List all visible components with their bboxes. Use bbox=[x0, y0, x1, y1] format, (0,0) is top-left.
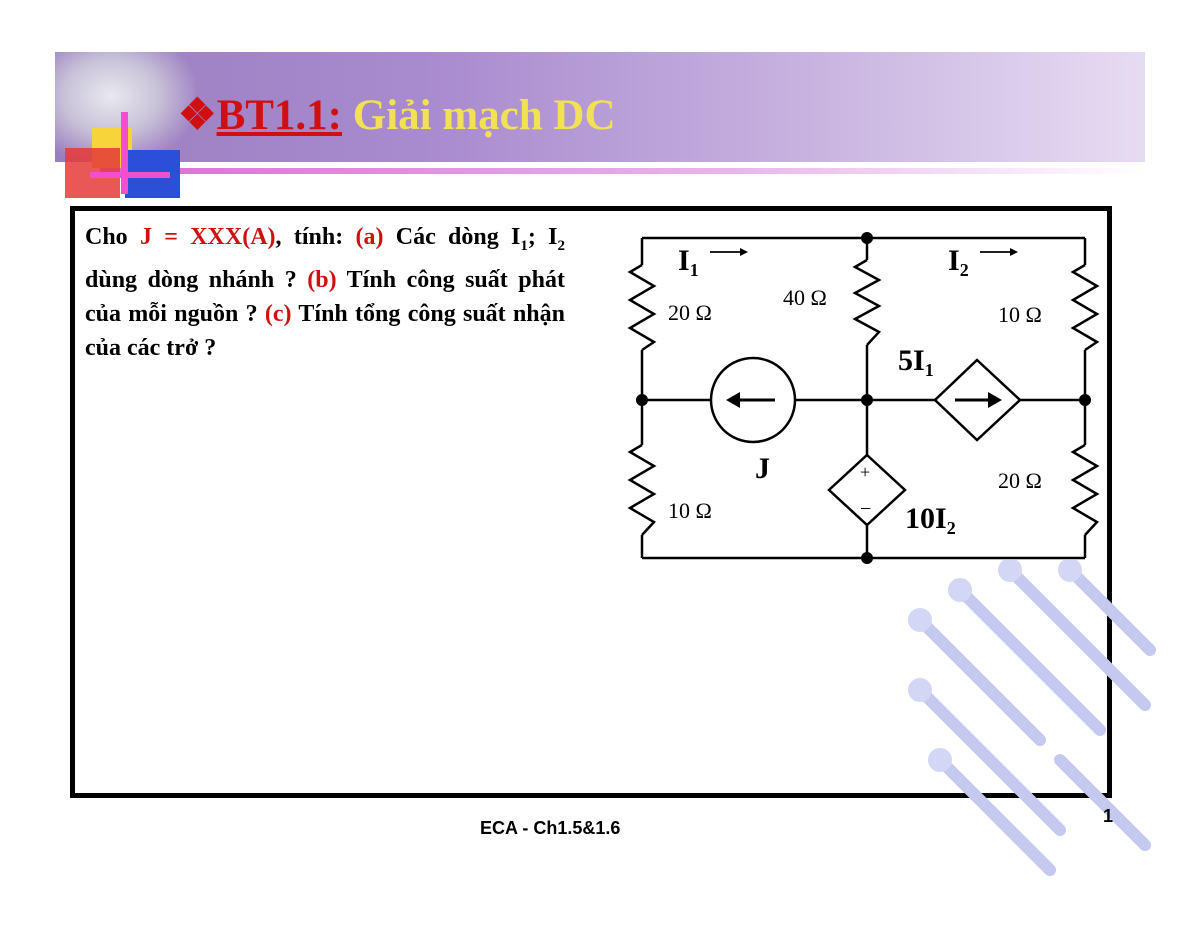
circuit-diagram: I1 I2 20 Ω 40 Ω 10 Ω 10 Ω 20 Ω 5I1 J 10I… bbox=[627, 232, 1100, 564]
problem-text: Cho J = XXX(A), tính: (a) Các dòng I1; I… bbox=[85, 220, 565, 365]
part-a-label: (a) bbox=[355, 224, 384, 250]
title-text: Giải mạch DC bbox=[342, 92, 616, 139]
resistor-20-bottom-right bbox=[1070, 443, 1100, 536]
resistor-20-bottom-label: 20 Ω bbox=[998, 468, 1042, 493]
deco-line-vertical bbox=[121, 112, 128, 194]
problem-part: Các dòng I bbox=[383, 224, 521, 250]
header-banner bbox=[55, 52, 1145, 162]
svg-text:5I1: 5I1 bbox=[898, 344, 934, 380]
subscript: 1 bbox=[520, 237, 528, 254]
dep-current-subscript: 1 bbox=[925, 360, 934, 380]
svg-text:I1: I1 bbox=[678, 244, 699, 280]
dep-voltage-subscript: 2 bbox=[947, 518, 956, 538]
resistor-10-top-label: 10 Ω bbox=[998, 302, 1042, 327]
problem-part: ; I bbox=[527, 224, 558, 250]
minus-sign: − bbox=[860, 498, 871, 520]
i1-label: I bbox=[678, 244, 690, 277]
part-b-label: (b) bbox=[307, 266, 337, 293]
resistor-10-bottom-left bbox=[627, 443, 657, 536]
page-number: 1 bbox=[1103, 806, 1114, 826]
svg-text:10I2: 10I2 bbox=[905, 502, 956, 538]
problem-part: dùng dòng nhánh ? bbox=[85, 266, 308, 293]
problem-part: Cho bbox=[85, 224, 140, 250]
j-value: J = XXX(A) bbox=[139, 224, 276, 250]
slide-title: ❖BT1.1: Giải mạch DC bbox=[178, 90, 616, 150]
subscript: 2 bbox=[557, 237, 565, 254]
resistor-40 bbox=[852, 258, 882, 346]
deco-line-horizontal bbox=[90, 172, 170, 178]
resistor-20-top bbox=[627, 263, 657, 352]
i1-subscript: 1 bbox=[690, 260, 699, 280]
resistor-10-bottom-label: 10 Ω bbox=[668, 498, 712, 523]
plus-sign: + bbox=[860, 462, 870, 482]
i2-label: I bbox=[948, 244, 960, 277]
i2-subscript: 2 bbox=[960, 260, 969, 280]
footer-text: ECA - Ch1.5&1.6 bbox=[480, 818, 621, 838]
exercise-code: BT1.1: bbox=[216, 92, 342, 139]
resistor-40-label: 40 Ω bbox=[783, 285, 827, 310]
circuit-pattern-decoration bbox=[908, 560, 1156, 876]
part-c-label: (c) bbox=[264, 300, 292, 327]
dep-current-label: 5I bbox=[898, 344, 925, 377]
resistor-20-top-label: 20 Ω bbox=[668, 300, 712, 325]
content-box bbox=[70, 206, 1112, 798]
dep-voltage-label: 10I bbox=[905, 502, 947, 535]
svg-text:I2: I2 bbox=[948, 244, 969, 280]
problem-part: , tính: bbox=[275, 224, 356, 250]
problem-part: Tính tổng công suất nhận của các trở ? bbox=[85, 300, 566, 361]
problem-part: Tính công suất phát của mỗi nguồn ? bbox=[85, 266, 565, 327]
header-underline bbox=[100, 168, 1145, 174]
current-source-label: J bbox=[755, 452, 770, 485]
resistor-10-top-right bbox=[1070, 263, 1100, 352]
bullet-icon: ❖ bbox=[178, 92, 217, 139]
